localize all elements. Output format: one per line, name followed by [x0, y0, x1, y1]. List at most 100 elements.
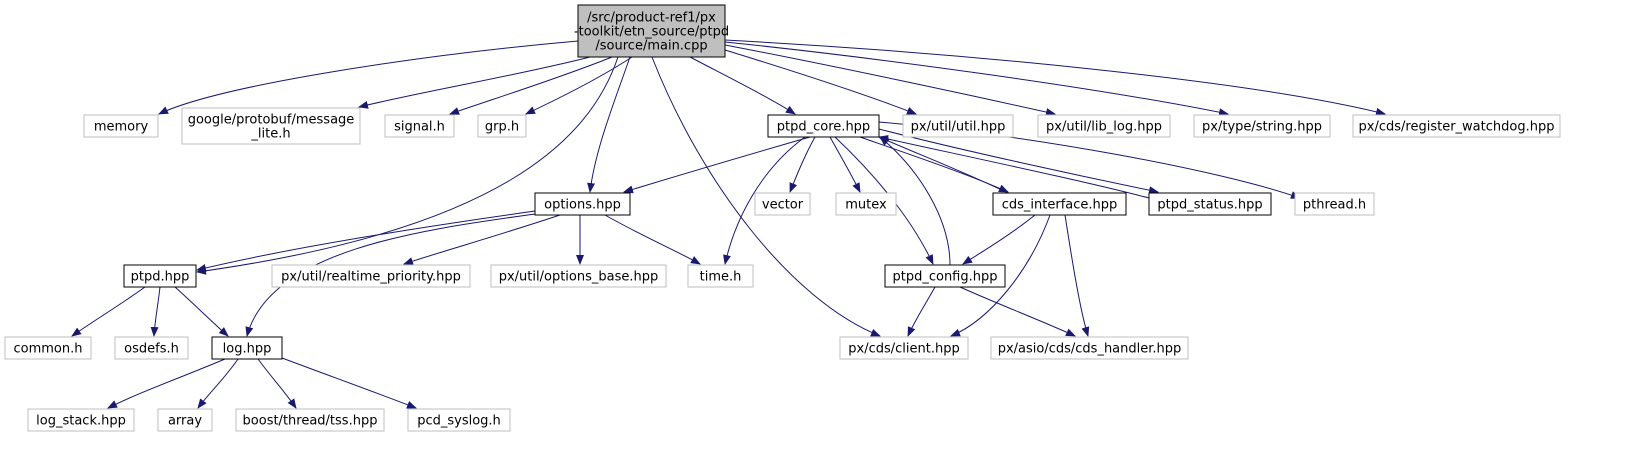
- node-box: [839, 336, 969, 360]
- node-options-hpp[interactable]: options.hpp: [534, 192, 631, 216]
- node-box: [157, 408, 213, 432]
- edge-cds_interface-to-cds_client: [950, 214, 1051, 337]
- node-osdefs-h: osdefs.h: [114, 336, 189, 360]
- node-label: common.h: [14, 342, 83, 357]
- node-pthread-h: pthread.h: [1294, 192, 1375, 216]
- edge-ptpd_core-to-time_h: [723, 136, 806, 265]
- node-label: _lite.h: [250, 127, 290, 142]
- node-label: px/asio/cds/cds_handler.hpp: [998, 342, 1182, 357]
- node-log-hpp[interactable]: log.hpp: [211, 336, 283, 360]
- node-label: vector: [762, 198, 804, 213]
- edges-layer: [71, 39, 1386, 409]
- node-box: [1294, 192, 1375, 216]
- node-cds-client: px/cds/client.hpp: [839, 336, 969, 360]
- node-util-hpp: px/util/util.hpp: [902, 114, 1014, 138]
- edge-ptpd_core-to-vector: [789, 136, 816, 193]
- node-register-watchdog: px/cds/register_watchdog.hpp: [1352, 114, 1561, 138]
- node-label: log_stack.hpp: [36, 414, 126, 429]
- node-label: options.hpp: [544, 198, 621, 213]
- node-label: ptpd_status.hpp: [1157, 198, 1262, 213]
- edge-options_hpp-to-time_h: [604, 214, 701, 265]
- node-label: log.hpp: [223, 342, 272, 357]
- node-vector: vector: [754, 192, 811, 216]
- node-label: pthread.h: [1303, 198, 1366, 213]
- edge-ptpd_hpp-to-osdefs_h: [150, 286, 161, 337]
- node-time-h: time.h: [687, 264, 754, 288]
- node-box: [27, 408, 135, 432]
- node-box: [384, 114, 455, 138]
- node-label: grp.h: [485, 120, 519, 135]
- edge-ptpd_core-to-options_hpp: [623, 136, 811, 194]
- node-label: mutex: [845, 198, 887, 213]
- node-label: ptpd_config.hpp: [892, 270, 997, 285]
- edge-options_hpp-to-log_hpp: [245, 213, 536, 337]
- node-box: [123, 264, 197, 288]
- node-label: /src/product-ref1/px: [587, 11, 716, 26]
- edge-cds_interface-to-ptpd_core: [878, 136, 1009, 194]
- edge-main_cpp-to-util_hpp: [724, 49, 917, 115]
- node-box: [477, 114, 527, 138]
- node-ptpd-status[interactable]: ptpd_status.hpp: [1148, 192, 1272, 216]
- edge-main_cpp-to-cds_client: [651, 56, 881, 337]
- node-box: [1148, 192, 1272, 216]
- node-box: [884, 264, 1006, 288]
- edge-ptpd_config-to-cds_client: [907, 286, 936, 337]
- edge-main_cpp-to-lib_log: [724, 44, 1056, 116]
- edge-options_hpp-to-ptpd_hpp: [196, 210, 536, 272]
- edge-main_cpp-to-ptpd_hpp: [196, 56, 619, 275]
- node-box: [235, 408, 385, 432]
- nodes-layer: /src/product-ref1/px-toolkit/etn_source/…: [4, 4, 1561, 432]
- node-label: px/util/util.hpp: [911, 120, 1006, 135]
- node-box: [990, 336, 1189, 360]
- node-box: [1193, 114, 1331, 138]
- node-label: px/cds/client.hpp: [848, 342, 959, 357]
- edge-ptpd_core-to-mutex: [829, 136, 861, 193]
- node-label: boost/thread/tss.hpp: [243, 414, 378, 429]
- node-label: /source/main.cpp: [595, 39, 707, 54]
- node-message-lite: google/protobuf/message_lite.h: [181, 107, 361, 145]
- node-array: array: [157, 408, 213, 432]
- node-box: [577, 4, 726, 58]
- node-cds-interface[interactable]: cds_interface.hpp: [992, 192, 1127, 216]
- node-label: google/protobuf/message: [188, 113, 355, 128]
- edge-main_cpp-to-string_hpp: [724, 41, 1229, 117]
- node-label: ptpd.hpp: [131, 270, 190, 285]
- node-box: [754, 192, 811, 216]
- edge-main_cpp-to-register_watchdog: [724, 39, 1386, 116]
- node-label: array: [168, 414, 202, 429]
- node-label: px/util/options_base.hpp: [499, 270, 659, 285]
- node-label: osdefs.h: [124, 342, 179, 357]
- node-grp-h: grp.h: [477, 114, 527, 138]
- node-ptpd-hpp[interactable]: ptpd.hpp: [123, 264, 197, 288]
- node-box: [490, 264, 667, 288]
- edge-ptpd_hpp-to-log_hpp: [174, 286, 229, 337]
- node-ptpd-config[interactable]: ptpd_config.hpp: [884, 264, 1006, 288]
- node-realtime-priority: px/util/realtime_priority.hpp: [271, 264, 471, 288]
- node-log-stack: log_stack.hpp: [27, 408, 135, 432]
- edge-ptpd_status-to-ptpd_core: [878, 135, 1150, 199]
- node-box: [1352, 114, 1561, 138]
- node-label: pcd_syslog.h: [417, 414, 501, 429]
- node-box: [835, 192, 897, 216]
- edge-cds_interface-to-ptpd_config: [962, 214, 1036, 265]
- node-box: [114, 336, 189, 360]
- edge-log_hpp-to-tss_hpp: [257, 358, 297, 409]
- node-tss-hpp: boost/thread/tss.hpp: [235, 408, 385, 432]
- node-box: [407, 408, 511, 432]
- edge-main_cpp-to-ptpd_core: [689, 56, 796, 115]
- edge-ptpd_core-to-cds_interface: [859, 136, 1009, 193]
- node-label: px/cds/register_watchdog.hpp: [1359, 120, 1555, 135]
- node-label: px/util/realtime_priority.hpp: [281, 270, 461, 285]
- node-box: [534, 192, 631, 216]
- node-lib-log: px/util/lib_log.hpp: [1037, 114, 1171, 138]
- node-box: [4, 336, 92, 360]
- node-box: [271, 264, 471, 288]
- node-cds-handler: px/asio/cds/cds_handler.hpp: [990, 336, 1189, 360]
- node-ptpd-core[interactable]: ptpd_core.hpp: [767, 114, 880, 138]
- node-label: memory: [94, 120, 149, 135]
- edge-main_cpp-to-grp_h: [525, 56, 633, 115]
- node-options-base: px/util/options_base.hpp: [490, 264, 667, 288]
- node-pcd-syslog: pcd_syslog.h: [407, 408, 511, 432]
- edge-main_cpp-to-options_hpp: [587, 56, 631, 193]
- node-main-cpp[interactable]: /src/product-ref1/px-toolkit/etn_source/…: [574, 4, 729, 58]
